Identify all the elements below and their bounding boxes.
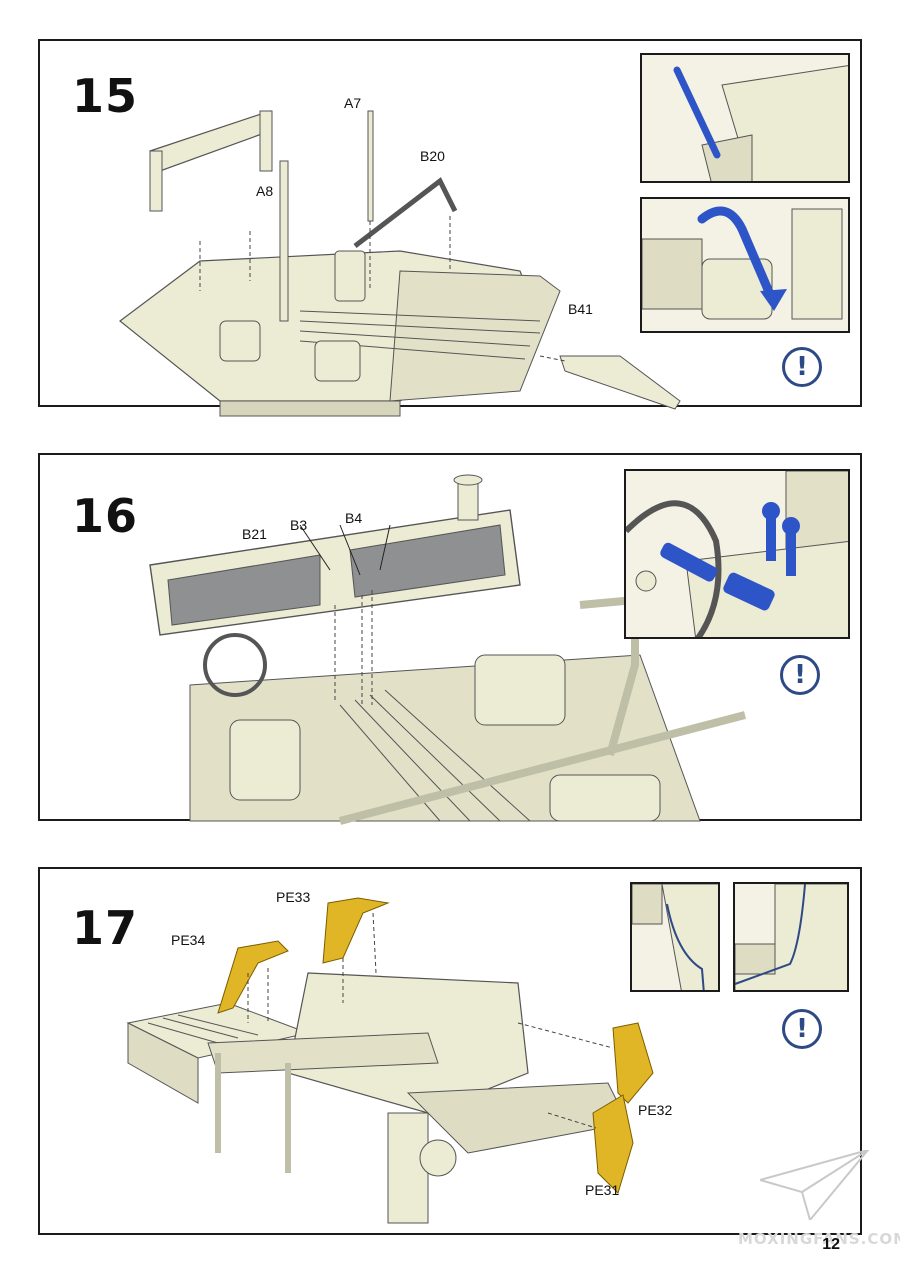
part-label-pe31: PE31 [585, 1182, 620, 1198]
step-16-detail-inset [624, 469, 850, 639]
step-15-detail-inset-1 [640, 53, 850, 183]
part-label-b21: B21 [242, 526, 267, 542]
page-number: 12 [822, 1236, 840, 1253]
warning-icon: ! [782, 347, 822, 387]
part-label-pe34: PE34 [171, 932, 206, 948]
step-17-number: 17 [72, 901, 139, 955]
part-label-pe32: PE32 [638, 1102, 673, 1118]
detail-illustration [642, 206, 843, 320]
detail-illustration [735, 884, 847, 990]
paper-plane-icon [760, 1150, 870, 1220]
part-label-b4: B4 [345, 510, 363, 526]
step-15-number: 15 [72, 69, 139, 123]
detail-illustration [673, 65, 848, 181]
part-label-b3: B3 [290, 517, 308, 533]
step-15-illustration [119, 110, 681, 417]
step-15-detail-inset-2 [640, 197, 850, 333]
detail-illustration [632, 884, 718, 990]
part-label-b20: B20 [420, 148, 445, 164]
watermark-text: MOXINGFANS.COM [738, 1230, 900, 1248]
step-17-detail-inset-1 [630, 882, 720, 992]
step-17-detail-inset-2 [733, 882, 849, 992]
detail-illustration [626, 471, 848, 637]
step-16-number: 16 [72, 489, 139, 543]
part-label-a8: A8 [256, 183, 274, 199]
step-17-illustration [126, 897, 654, 1224]
part-label-pe33: PE33 [276, 889, 311, 905]
warning-icon: ! [780, 655, 820, 695]
part-label-b41: B41 [568, 301, 593, 317]
part-label-a7: A7 [344, 95, 362, 111]
step-16-illustration [149, 474, 747, 825]
warning-icon: ! [782, 1009, 822, 1049]
step-17-panel: 17 [38, 867, 862, 1235]
step-15-panel: 15 [38, 39, 862, 417]
step-16-panel: 16 B21 B3 [38, 453, 862, 825]
